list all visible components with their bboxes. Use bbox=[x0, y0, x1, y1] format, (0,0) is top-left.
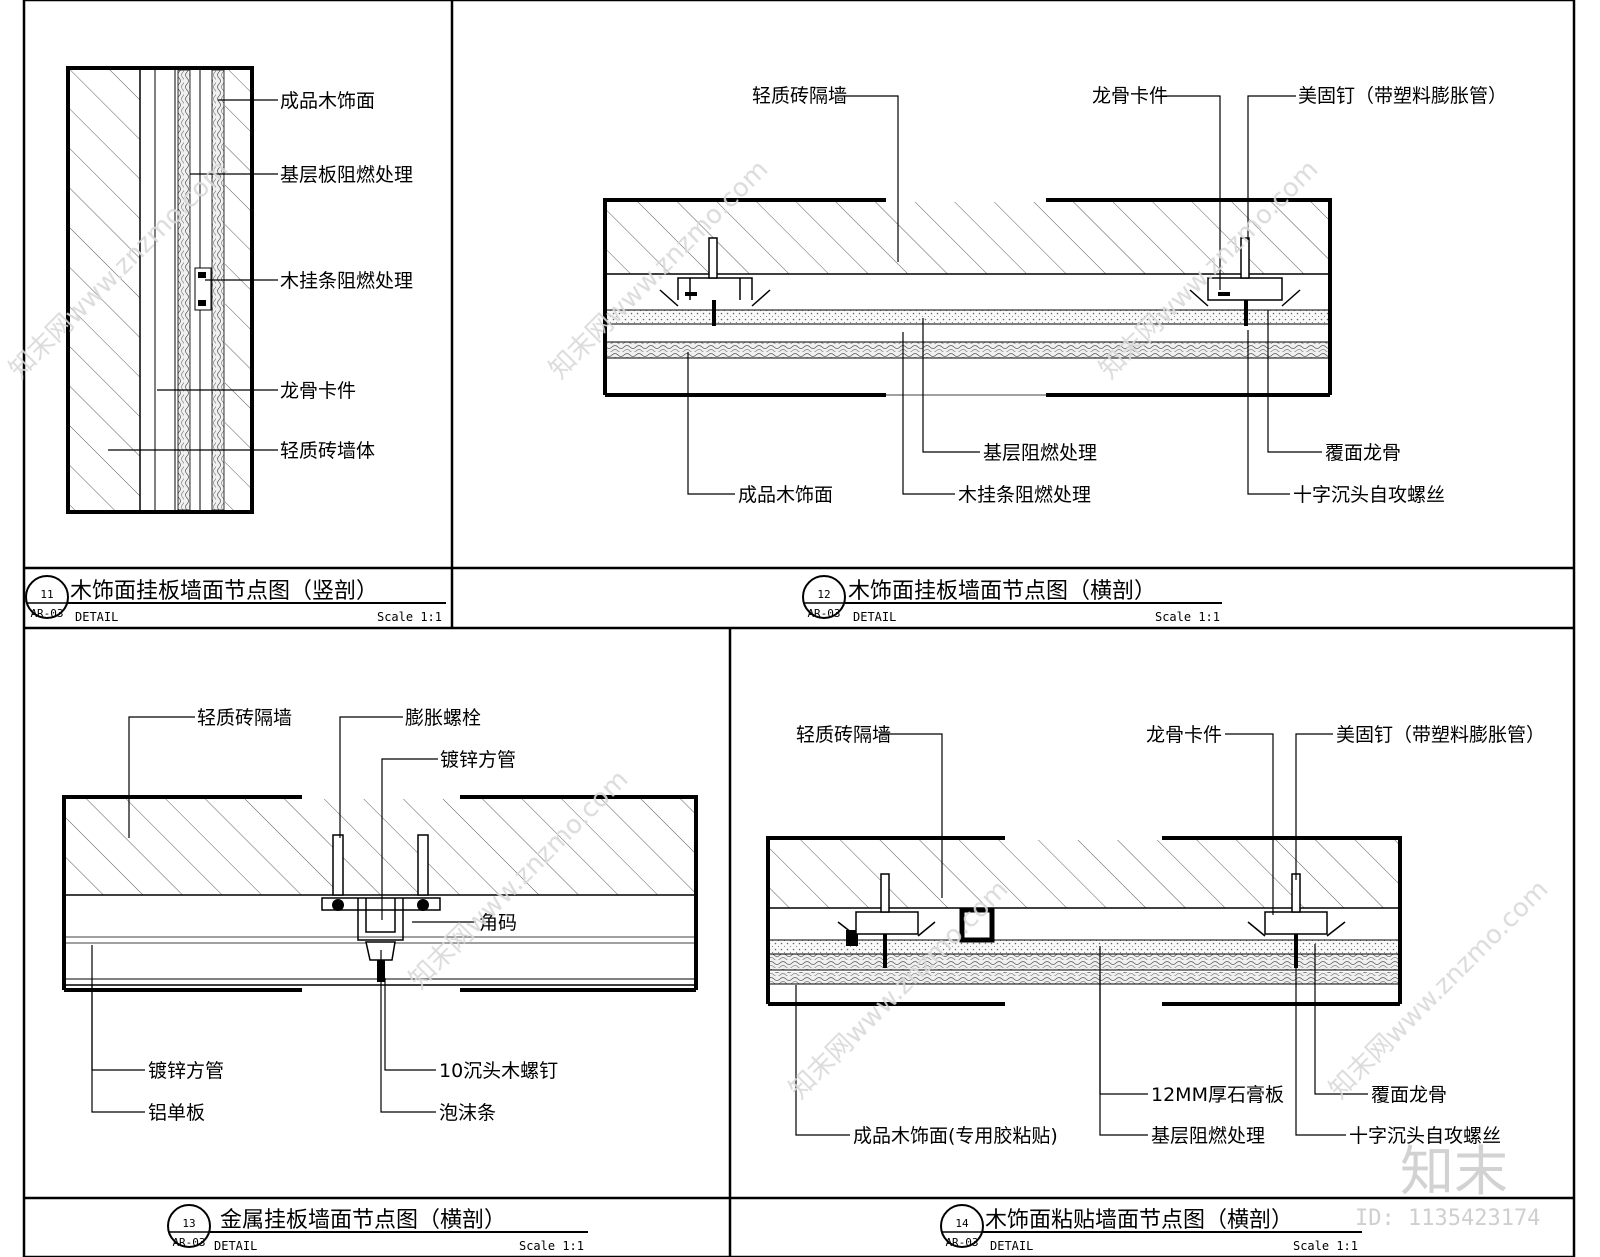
label-11-hanging-strip: 木挂条阻燃处理 bbox=[280, 270, 413, 292]
detail-12-drawing bbox=[603, 198, 1332, 397]
scale-12: Scale 1:1 bbox=[1155, 610, 1220, 624]
detail-14-leaders bbox=[795, 733, 1368, 1136]
label-13-galvanized-tube: 镀锌方管 bbox=[148, 1060, 224, 1082]
label-11-wood-finish: 成品木饰面 bbox=[280, 90, 375, 112]
label-12-hanging-strip: 木挂条阻燃处理 bbox=[958, 484, 1091, 506]
detail-label-12: DETAIL bbox=[853, 610, 896, 624]
badge-sheet-12: AR-03 bbox=[807, 607, 840, 620]
scale-11: Scale 1:1 bbox=[377, 610, 442, 624]
label-13-brick-partition: 轻质砖隔墙 bbox=[197, 707, 292, 729]
label-14-base-fireproof: 基层阻燃处理 bbox=[1151, 1125, 1265, 1147]
detail-label-14: DETAIL bbox=[990, 1239, 1033, 1253]
scale-13: Scale 1:1 bbox=[519, 1239, 584, 1253]
detail-11-drawing bbox=[66, 66, 254, 514]
title-block-14: 14 AR-03 木饰面粘贴墙面节点图（横剖） DETAIL Scale 1:1 bbox=[940, 1204, 1362, 1253]
label-14-brick-partition: 轻质砖隔墙 bbox=[796, 724, 891, 746]
label-12-base-fireproof: 基层阻燃处理 bbox=[983, 442, 1097, 464]
detail-label-11: DETAIL bbox=[75, 610, 118, 624]
title-12: 木饰面挂板墙面节点图（横剖） bbox=[848, 579, 1156, 604]
label-12-wood-finish: 成品木饰面 bbox=[738, 484, 833, 506]
title-block-11: 11 AR-03 木饰面挂板墙面节点图（竖剖） DETAIL Scale 1:1 bbox=[25, 575, 446, 624]
badge-number-14: 14 bbox=[955, 1217, 969, 1230]
label-12-brick-partition: 轻质砖隔墙 bbox=[752, 85, 847, 107]
label-13-galvanized-tube-top: 镀锌方管 bbox=[440, 749, 516, 771]
label-11-base-board: 基层板阻燃处理 bbox=[280, 164, 413, 186]
title-11: 木饰面挂板墙面节点图（竖剖） bbox=[70, 579, 378, 604]
label-13-angle-bracket: 角码 bbox=[479, 912, 517, 934]
label-12-keel-clip: 龙骨卡件 bbox=[1092, 85, 1168, 107]
watermark-text: 知末网www.znzmo.com bbox=[1324, 874, 1555, 1105]
detail-14-drawing bbox=[766, 836, 1402, 1006]
badge-number-13: 13 bbox=[182, 1217, 195, 1230]
label-11-brick-wall: 轻质砖墙体 bbox=[280, 440, 375, 462]
title-block-13: 13 AR-03 金属挂板墙面节点图（横剖） DETAIL Scale 1:1 bbox=[167, 1204, 588, 1253]
label-13-expansion-bolt: 膨胀螺栓 bbox=[405, 707, 481, 729]
label-13-aluminum-panel: 铝单板 bbox=[148, 1102, 205, 1124]
detail-label-13: DETAIL bbox=[214, 1239, 257, 1253]
label-14-keel-clip: 龙骨卡件 bbox=[1146, 724, 1222, 746]
label-14-gypsum-board: 12MM厚石膏板 bbox=[1151, 1083, 1284, 1106]
label-13-foam-strip: 泡沫条 bbox=[439, 1102, 496, 1124]
label-14-cover-keel: 覆面龙骨 bbox=[1371, 1084, 1447, 1106]
detail-13-drawing bbox=[62, 795, 698, 992]
detail-12-leaders bbox=[687, 95, 1322, 495]
label-12-screw: 十字沉头自攻螺丝 bbox=[1293, 484, 1445, 506]
label-14-wood-finish-glued: 成品木饰面(专用胶粘贴) bbox=[853, 1125, 1058, 1147]
label-14-screw: 十字沉头自攻螺丝 bbox=[1349, 1125, 1501, 1147]
title-14: 木饰面粘贴墙面节点图（横剖） bbox=[985, 1208, 1293, 1233]
scale-14: Scale 1:1 bbox=[1293, 1239, 1358, 1253]
badge-sheet-11: AR-03 bbox=[30, 607, 63, 620]
detail-13-leaders bbox=[91, 716, 476, 1113]
title-block-12: 12 AR-03 木饰面挂板墙面节点图（横剖） DETAIL Scale 1:1 bbox=[802, 575, 1222, 624]
label-14-anchor-nail: 美固钉（带塑料膨胀管） bbox=[1336, 724, 1545, 746]
label-13-wood-screw: 10沉头木螺钉 bbox=[439, 1060, 558, 1082]
watermark-id: ID: 1135423174 bbox=[1355, 1206, 1540, 1231]
label-12-anchor-nail: 美固钉（带塑料膨胀管） bbox=[1298, 85, 1507, 107]
badge-sheet-14: AR-03 bbox=[945, 1236, 978, 1249]
sheet-frame bbox=[22, 0, 1576, 1257]
label-11-keel-clip: 龙骨卡件 bbox=[280, 380, 356, 402]
badge-number-12: 12 bbox=[817, 588, 830, 601]
badge-number-11: 11 bbox=[40, 588, 53, 601]
detail-11-leaders bbox=[108, 99, 278, 451]
watermark-text: 知末网www.znzmo.com bbox=[784, 874, 1015, 1105]
title-13: 金属挂板墙面节点图（横剖） bbox=[220, 1208, 506, 1233]
label-12-cover-keel: 覆面龙骨 bbox=[1325, 442, 1401, 464]
badge-sheet-13: AR-03 bbox=[172, 1236, 205, 1249]
watermark-logo: 知末 bbox=[1400, 1140, 1508, 1203]
